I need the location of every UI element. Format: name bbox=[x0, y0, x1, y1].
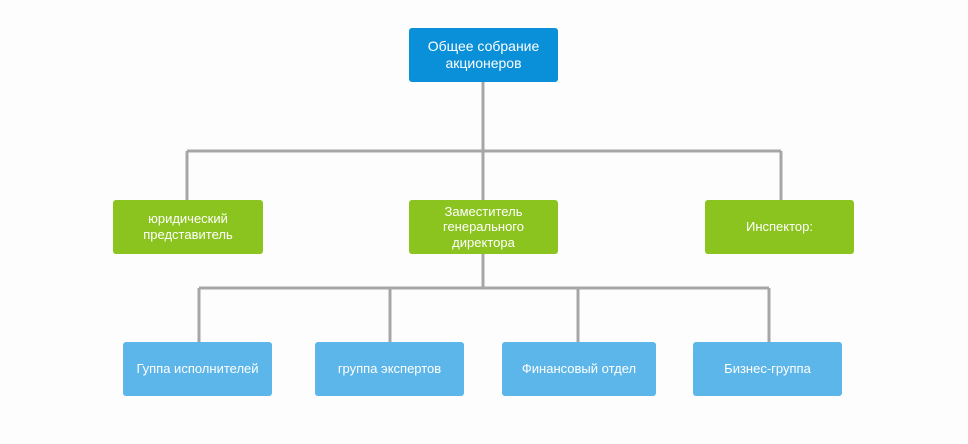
node-label: Бизнес-группа bbox=[724, 361, 811, 377]
node-label: юридический представитель bbox=[143, 211, 233, 242]
node-deputy-director: Заместитель генерального директора bbox=[409, 200, 558, 254]
node-business-group: Бизнес-группа bbox=[693, 342, 842, 396]
node-legal-representative: юридический представитель bbox=[113, 200, 263, 254]
node-label: Инспектор: bbox=[745, 219, 813, 235]
node-label: группа экспертов bbox=[337, 361, 442, 377]
node-shareholders-meeting: Общее собрание акционеров bbox=[409, 28, 558, 82]
node-label: Гуппа исполнителей bbox=[136, 361, 259, 377]
node-label: Общее собрание акционеров bbox=[427, 38, 540, 71]
node-finance-department: Финансовый отдел bbox=[502, 342, 656, 396]
node-label: Заместитель генерального директора bbox=[442, 203, 524, 250]
node-label: Финансовый отдел bbox=[521, 361, 637, 377]
node-executors-group: Гуппа исполнителей bbox=[123, 342, 272, 396]
node-experts-group: группа экспертов bbox=[315, 342, 464, 396]
node-inspector: Инспектор: bbox=[705, 200, 854, 254]
